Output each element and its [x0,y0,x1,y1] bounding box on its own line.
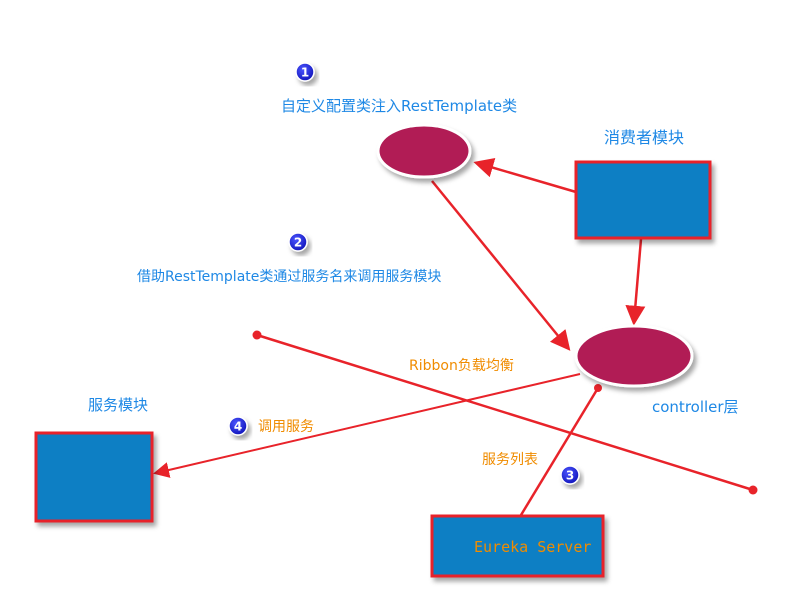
consumer-module-label: 消费者模块 [604,128,684,147]
eureka-server-label: Eureka Server [474,538,591,556]
arrow-consumer-to-controller [625,238,646,326]
svg-text:3: 3 [566,469,574,483]
arrow-controller-to-service [153,373,581,478]
step-4-badge: 4 [228,416,248,436]
separator-line [252,330,758,495]
controller-label: controller层 [652,398,739,416]
arrow-config-to-controller [431,180,571,351]
svg-text:1: 1 [301,66,309,80]
step-2-label: 借助RestTemplate类通过服务名来调用服务模块 [137,269,441,285]
step-1-label: 自定义配置类注入RestTemplate类 [281,97,517,115]
controller-node [574,324,694,388]
step-4-label: 调用服务 [258,419,314,435]
config-class-node [376,123,472,179]
consumer-module-box [574,160,712,240]
step-2-badge: 2 [288,232,308,252]
step-3-badge: 3 [560,465,580,485]
eureka-server-box [430,514,605,578]
arrow-consumer-to-config [473,157,577,194]
svg-text:4: 4 [234,420,242,434]
service-module-box [34,431,154,523]
ribbon-label: Ribbon负载均衡 [409,358,514,374]
step-1-badge: 1 [295,62,315,82]
service-list-label: 服务列表 [482,452,538,468]
service-module-label: 服务模块 [88,396,148,414]
svg-text:2: 2 [294,236,302,250]
